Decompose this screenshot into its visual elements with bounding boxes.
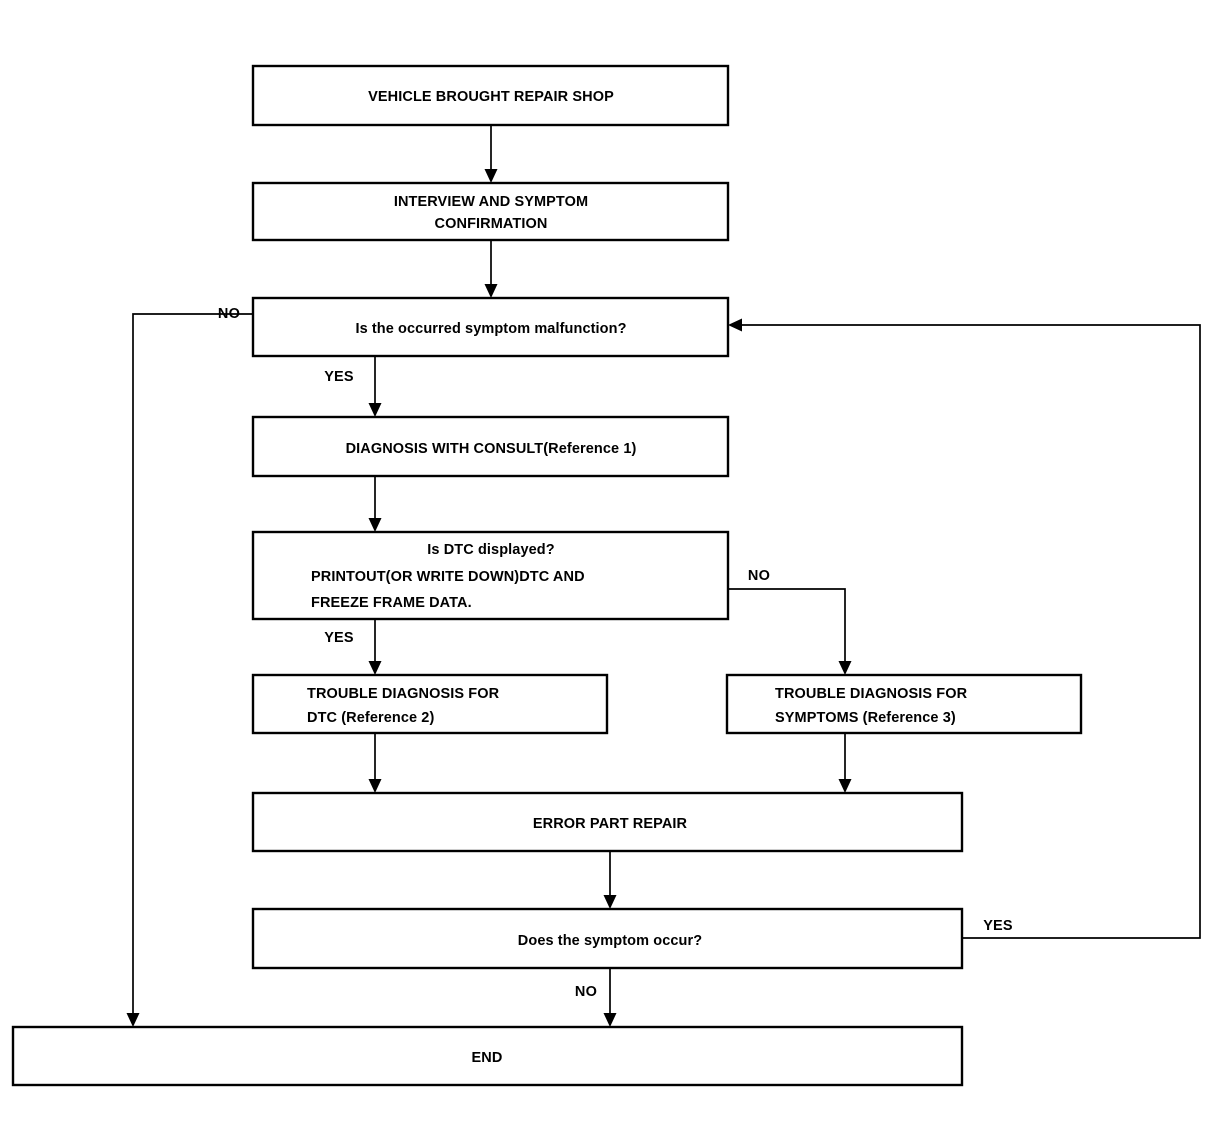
node-label-dtc-line3: FREEZE FRAME DATA. — [311, 595, 472, 611]
node-dtc-displayed-decision: Is DTC displayed? PRINTOUT(OR WRITE DOWN… — [251, 530, 730, 621]
node-label-start-line1: VEHICLE BROUGHT REPAIR SHOP — [368, 89, 614, 105]
node-label-consult: DIAGNOSIS WITH CONSULT(Reference 1) — [346, 441, 637, 457]
edge-dtc-no-to-diag-symptoms — [728, 588, 852, 675]
node-end: END — [11, 1025, 964, 1087]
edge-consult-to-dtc-decision — [368, 476, 382, 532]
branch-label-dtc-yes: YES — [324, 630, 354, 646]
node-label-interview-line1: INTERVIEW AND SYMPTOM — [394, 194, 588, 210]
node-label-diag-dtc-line2: DTC (Reference 2) — [307, 710, 434, 726]
edge-occur-no-to-end — [603, 968, 617, 1027]
edge-repair-to-occur-decision — [603, 851, 617, 909]
edge-symptom-no-to-end — [126, 313, 253, 1027]
node-label-diag-symptoms-line1: TROUBLE DIAGNOSIS FOR — [775, 686, 968, 702]
branch-label-dtc-no: NO — [748, 568, 770, 584]
node-label-diag-dtc-line1: TROUBLE DIAGNOSIS FOR — [307, 686, 500, 702]
node-label-interview-line2: CONFIRMATION — [435, 216, 548, 232]
edge-symptom-yes-to-consult — [368, 356, 382, 417]
node-vehicle-brought-repair-shop: VEHICLE BROUGHT REPAIR SHOP — [251, 64, 730, 127]
node-symptom-malfunction-decision: Is the occurred symptom malfunction? — [251, 296, 730, 358]
node-label-symptom-decision: Is the occurred symptom malfunction? — [355, 321, 626, 337]
edge-diag-dtc-to-repair — [368, 733, 382, 793]
node-symptom-occur-decision: Does the symptom occur? — [251, 907, 964, 970]
node-diagnosis-with-consult: DIAGNOSIS WITH CONSULT(Reference 1) — [251, 415, 730, 478]
node-error-part-repair: ERROR PART REPAIR — [251, 791, 964, 853]
node-label-dtc-line2: PRINTOUT(OR WRITE DOWN)DTC AND — [311, 569, 585, 585]
connector-layer — [126, 125, 1201, 1027]
branch-label-symptom-no: NO — [218, 306, 240, 322]
edge-occur-yes-to-symptom-decision — [728, 318, 1201, 939]
node-trouble-diagnosis-dtc: TROUBLE DIAGNOSIS FOR DTC (Reference 2) — [251, 673, 609, 735]
edge-diag-symptoms-to-repair — [838, 733, 852, 793]
node-label-repair: ERROR PART REPAIR — [533, 816, 688, 832]
node-label-occur-decision: Does the symptom occur? — [518, 933, 702, 949]
node-label-diag-symptoms-line2: SYMPTOMS (Reference 3) — [775, 710, 956, 726]
branch-label-occur-yes: YES — [983, 918, 1013, 934]
node-label-end: END — [472, 1050, 503, 1066]
edge-interview-to-symptom-decision — [484, 240, 498, 298]
node-label-dtc-line1: Is DTC displayed? — [427, 542, 554, 558]
edge-dtc-yes-to-diag-dtc — [368, 619, 382, 675]
edge-start-to-interview — [484, 125, 498, 183]
branch-label-symptom-yes: YES — [324, 369, 354, 385]
node-interview-and-symptom-confirmation: INTERVIEW AND SYMPTOM CONFIRMATION — [251, 181, 730, 242]
branch-label-layer: NO YES NO YES YES NO — [218, 306, 1013, 1000]
node-trouble-diagnosis-symptoms: TROUBLE DIAGNOSIS FOR SYMPTOMS (Referenc… — [725, 673, 1083, 735]
branch-label-occur-no: NO — [575, 984, 597, 1000]
